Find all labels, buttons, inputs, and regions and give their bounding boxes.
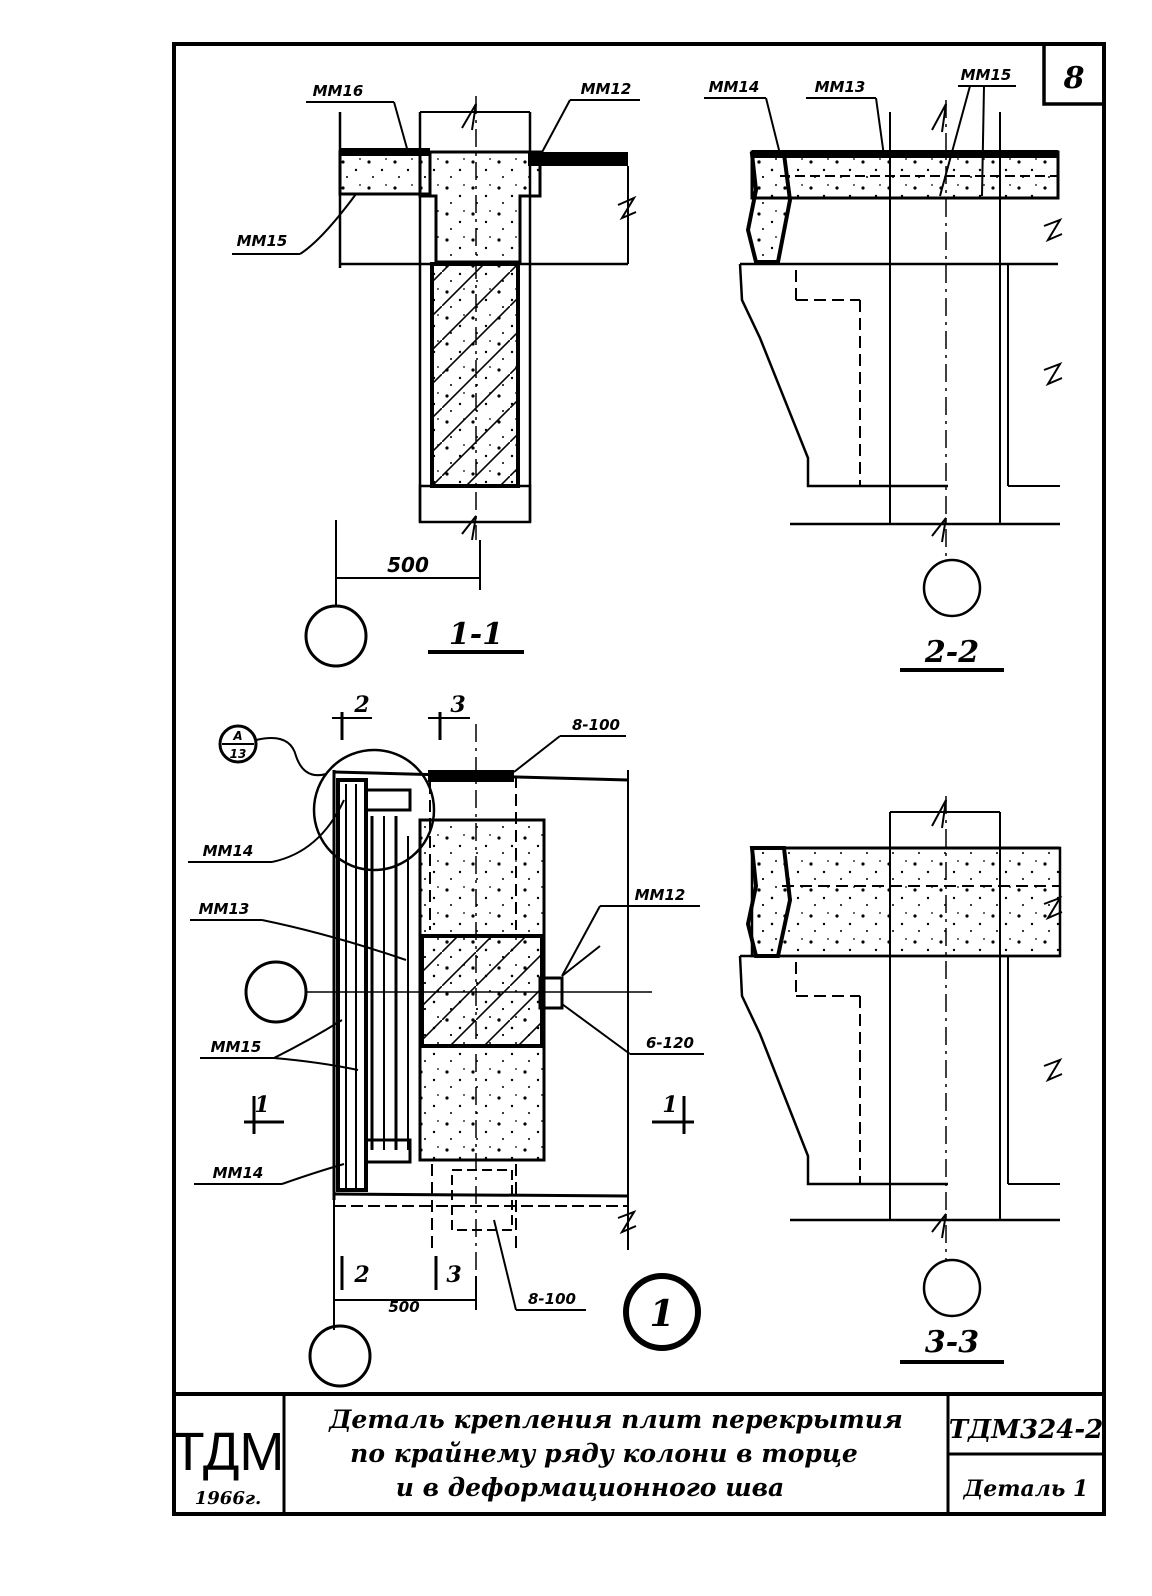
cut-2: 2 — [353, 692, 369, 718]
drawing-title-line-1: Деталь крепления плит перекрытия — [328, 1405, 903, 1434]
weld-top: 8-100 — [572, 716, 620, 734]
end-wall — [336, 778, 368, 1192]
plan-view: А 13 2 3 8-100 6-120 8-100 ММ14 ММ13 ММ1… — [188, 692, 704, 1388]
year: 1966г. — [195, 1488, 262, 1509]
dim-cut-2: 2 — [353, 1262, 369, 1288]
axis-circle — [304, 604, 368, 668]
cut-1-left: 1 — [254, 1092, 269, 1118]
drawing-title-line-3: и в деформационного шва — [396, 1473, 785, 1502]
weld-bottom: 8-100 — [528, 1290, 576, 1308]
section-title-1-1: 1-1 — [449, 617, 503, 652]
cut-1-right: 1 — [662, 1092, 677, 1118]
drawing-title-line-2: по крайнему ряду колони в торце — [350, 1439, 858, 1468]
axis-circle — [922, 1258, 982, 1318]
callout-top: А — [232, 729, 242, 743]
dimension-500: 500 — [387, 553, 429, 577]
section-2-2: ММ14 ММ13 ММ15 2-2 — [704, 66, 1063, 672]
label-mm14-bottom: ММ14 — [213, 1164, 264, 1182]
axis-circle-left — [244, 960, 308, 1024]
drawing-code: ТДМ324-2 — [949, 1415, 1103, 1445]
detail-number: Деталь 1 — [963, 1476, 1089, 1502]
weld-right: 6-120 — [646, 1034, 694, 1052]
section-title-2-2: 2-2 — [924, 635, 979, 670]
end-block — [745, 152, 793, 264]
detail-mark-circle — [623, 1273, 701, 1351]
slab-right — [528, 152, 628, 166]
label-mm14: ММ14 — [709, 78, 760, 96]
label-mm16: ММ16 — [313, 82, 364, 100]
label-mm15: ММ15 — [961, 66, 1012, 84]
cut-3: 3 — [450, 692, 465, 718]
slab-3-3 — [750, 846, 1062, 958]
label-mm15: ММ15 — [237, 232, 288, 250]
sheet-number: 8 — [1063, 61, 1085, 96]
detail-callout-circle — [312, 748, 436, 872]
dimension-500: 500 — [388, 1298, 419, 1316]
slab-left — [338, 150, 432, 196]
label-mm13: ММ13 — [815, 78, 866, 96]
callout-bottom: 13 — [230, 747, 247, 761]
label-mm12: ММ12 — [635, 886, 686, 904]
section-1-1: 500 ММ16 ММ12 ММ15 1-1 — [232, 80, 640, 668]
section-title-3-3: 3-3 — [925, 1325, 979, 1360]
callout-marker: А 13 — [218, 724, 327, 777]
section-3-3: 3-3 — [738, 796, 1063, 1364]
axis-circle — [922, 558, 982, 618]
axis-circle-bottom — [308, 1324, 372, 1388]
label-mm14-top: ММ14 — [203, 842, 254, 860]
detail-mark: 1 — [649, 1293, 674, 1335]
dim-cut-3: 3 — [446, 1262, 461, 1288]
column-head — [418, 150, 542, 264]
outer-frame — [172, 42, 1106, 1516]
label-mm15: ММ15 — [211, 1038, 262, 1056]
title-block: ТДМ 1966г. Деталь крепления плит перекры… — [172, 1392, 1104, 1514]
sheet-number-box: 8 — [1042, 42, 1106, 106]
tdm-logo: ТДМ — [172, 1422, 285, 1482]
label-mm12: ММ12 — [581, 80, 632, 98]
label-mm13: ММ13 — [199, 900, 250, 918]
